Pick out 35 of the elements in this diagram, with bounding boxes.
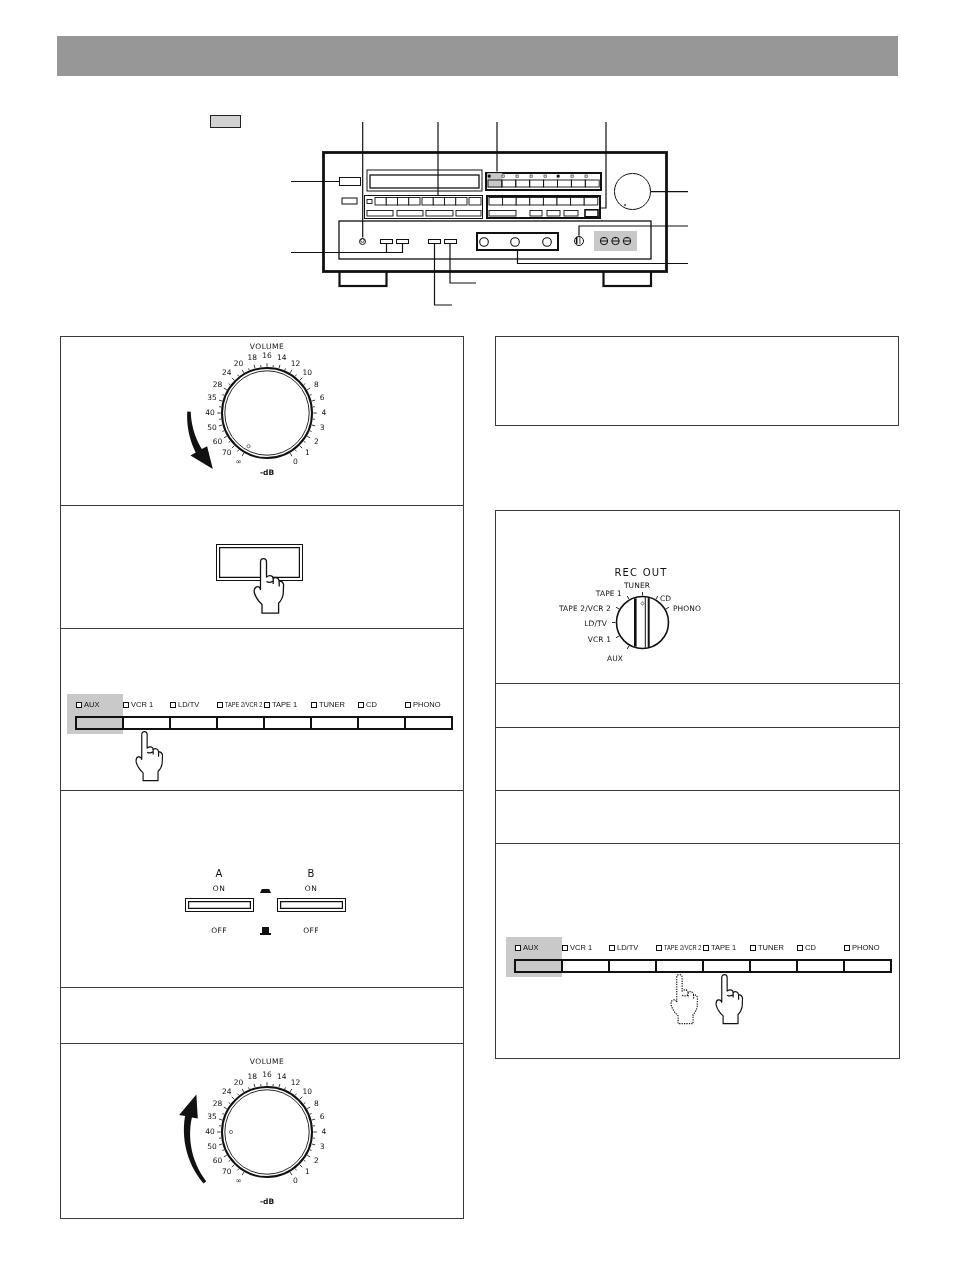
leader-line (496, 121, 498, 173)
leader-line (600, 121, 607, 209)
leader-line (362, 121, 364, 239)
switch-letter: B (307, 868, 315, 880)
leader-line (516, 250, 689, 265)
button-panel (364, 195, 483, 219)
leader-line (578, 225, 689, 237)
instruction-panel (495, 510, 900, 684)
push-button (444, 238, 457, 244)
instruction-panel (495, 683, 900, 728)
leader-line (449, 242, 477, 284)
power-button (339, 177, 361, 186)
leader-line (437, 121, 439, 196)
instruction-panel (495, 843, 900, 1059)
knob-title: REC OUT (614, 567, 668, 579)
instruction-panel (495, 336, 899, 426)
leader-line (290, 180, 340, 183)
selector-panel (486, 195, 601, 219)
instruction-panel (60, 336, 464, 506)
push-button (396, 238, 409, 244)
tone-control-panel (476, 232, 559, 251)
instruction-panel (60, 628, 464, 791)
leader-line (650, 191, 689, 193)
headphone-jack (359, 237, 367, 245)
push-button (428, 238, 441, 244)
instruction-panel (495, 727, 900, 791)
instruction-panel (495, 790, 900, 844)
indicator-panel (485, 171, 602, 191)
instruction-panel (60, 987, 464, 1044)
switch-letter: A (215, 868, 223, 880)
instruction-panel (60, 505, 464, 629)
instruction-panel (60, 790, 464, 988)
push-button (380, 238, 393, 244)
leader-line (433, 242, 453, 306)
instruction-panel (60, 1043, 464, 1219)
